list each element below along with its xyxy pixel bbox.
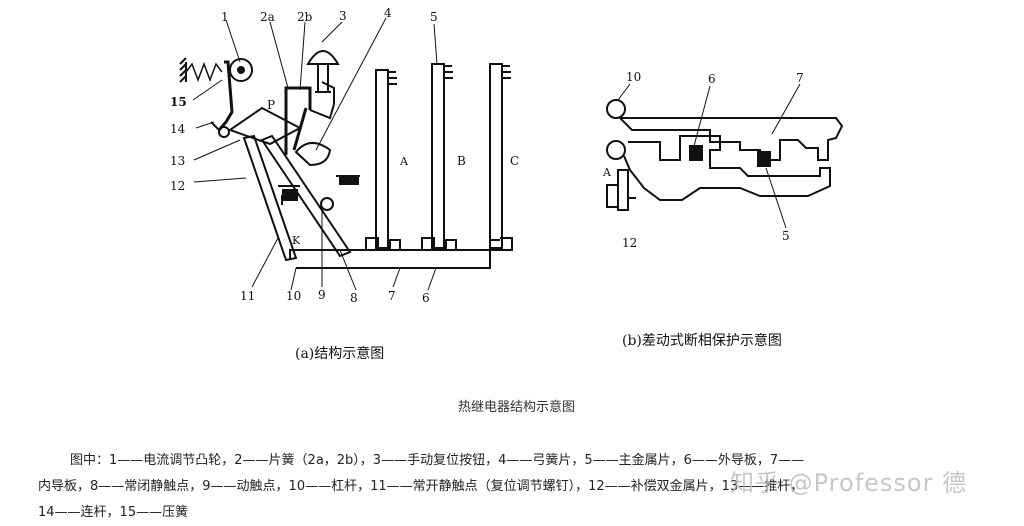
spring-15 [179,57,223,83]
label-A: A [399,155,409,168]
labels-a: 1 2a 2b 3 4 5 15 14 13 12 P A B C K 11 1… [170,6,519,305]
label-b-5: 5 [782,229,790,243]
label-6: 6 [422,291,430,305]
cam-1 [229,58,253,82]
contacts-8-9 [278,175,360,211]
label-2a: 2a [260,10,275,24]
bimetal-contact-6 [689,145,703,161]
watermark: 知乎 @Professor 德 [730,469,968,497]
compensating-bimetal-12 [242,134,298,262]
label-12: 12 [170,179,185,193]
label-b-6: 6 [708,72,716,86]
caption-a: (a)结构示意图 [295,346,385,362]
label-K: K [292,234,301,247]
outer-guide-6 [623,135,831,201]
label-10: 10 [286,289,301,303]
inner-guide-7 [617,117,844,161]
leader-lines [192,17,438,291]
legend-text-1: 图中：1——电流调节凸轮，2——片簧（2a，2b），3——手动复位按钮，4——弓… [70,453,805,468]
label-b-12: 12 [622,236,637,250]
compensator-12-b [606,169,636,211]
label-C: C [510,154,519,168]
label-11: 11 [240,289,255,303]
legend-text-3: 14——连杆，15——压簧 [38,505,189,520]
label-9: 9 [318,288,326,302]
label-2b: 2b [297,10,313,24]
legend-text-2: 内导板，8——常闭静触点，9——动触点，10——杠杆，11——常开静触点（复位调… [38,479,804,494]
label-14: 14 [170,122,186,136]
link-14 [217,60,234,131]
lever-10-b [606,99,626,160]
main-bimetal-5 [375,63,511,249]
legend-line-3: 14——连杆，15——压簧 [38,500,978,526]
label-5: 5 [430,10,438,24]
diagram-a [179,17,513,291]
guide-plates-6-7 [289,237,513,269]
legend-line-2: 内导板，8——常闭静触点，9——动触点，10——杠杆，11——常开静触点（复位调… [38,474,978,500]
bow-spring-4 [294,142,332,167]
bimetal-contact-5 [757,151,771,167]
reset-button-3 [306,50,340,93]
caption-b: (b)差动式断相保护示意图 [622,333,782,349]
label-4: 4 [384,6,392,20]
label-8: 8 [350,291,358,305]
label-15: 15 [170,95,187,109]
figure-title: 热继电器结构示意图 [458,400,576,415]
legend: 图中：1——电流调节凸轮，2——片簧（2a，2b），3——手动复位按钮，4——弓… [38,448,978,526]
label-P: P [267,98,275,112]
label-b-7: 7 [796,71,804,85]
push-rod-13 [210,106,303,146]
label-13: 13 [170,154,185,168]
lever-10 [260,134,352,258]
label-B: B [457,154,466,168]
label-7: 7 [388,289,396,303]
label-1: 1 [221,10,229,24]
diagram-b [606,83,844,229]
label-3: 3 [339,9,347,23]
labels-b: 10 6 7 A 12 5 [602,70,804,250]
label-b-10: 10 [626,70,641,84]
leader-lines-b [617,83,801,229]
legend-line-1: 图中：1——电流调节凸轮，2——片簧（2a，2b），3——手动复位按钮，4——弓… [38,448,978,474]
label-b-A: A [602,166,612,179]
